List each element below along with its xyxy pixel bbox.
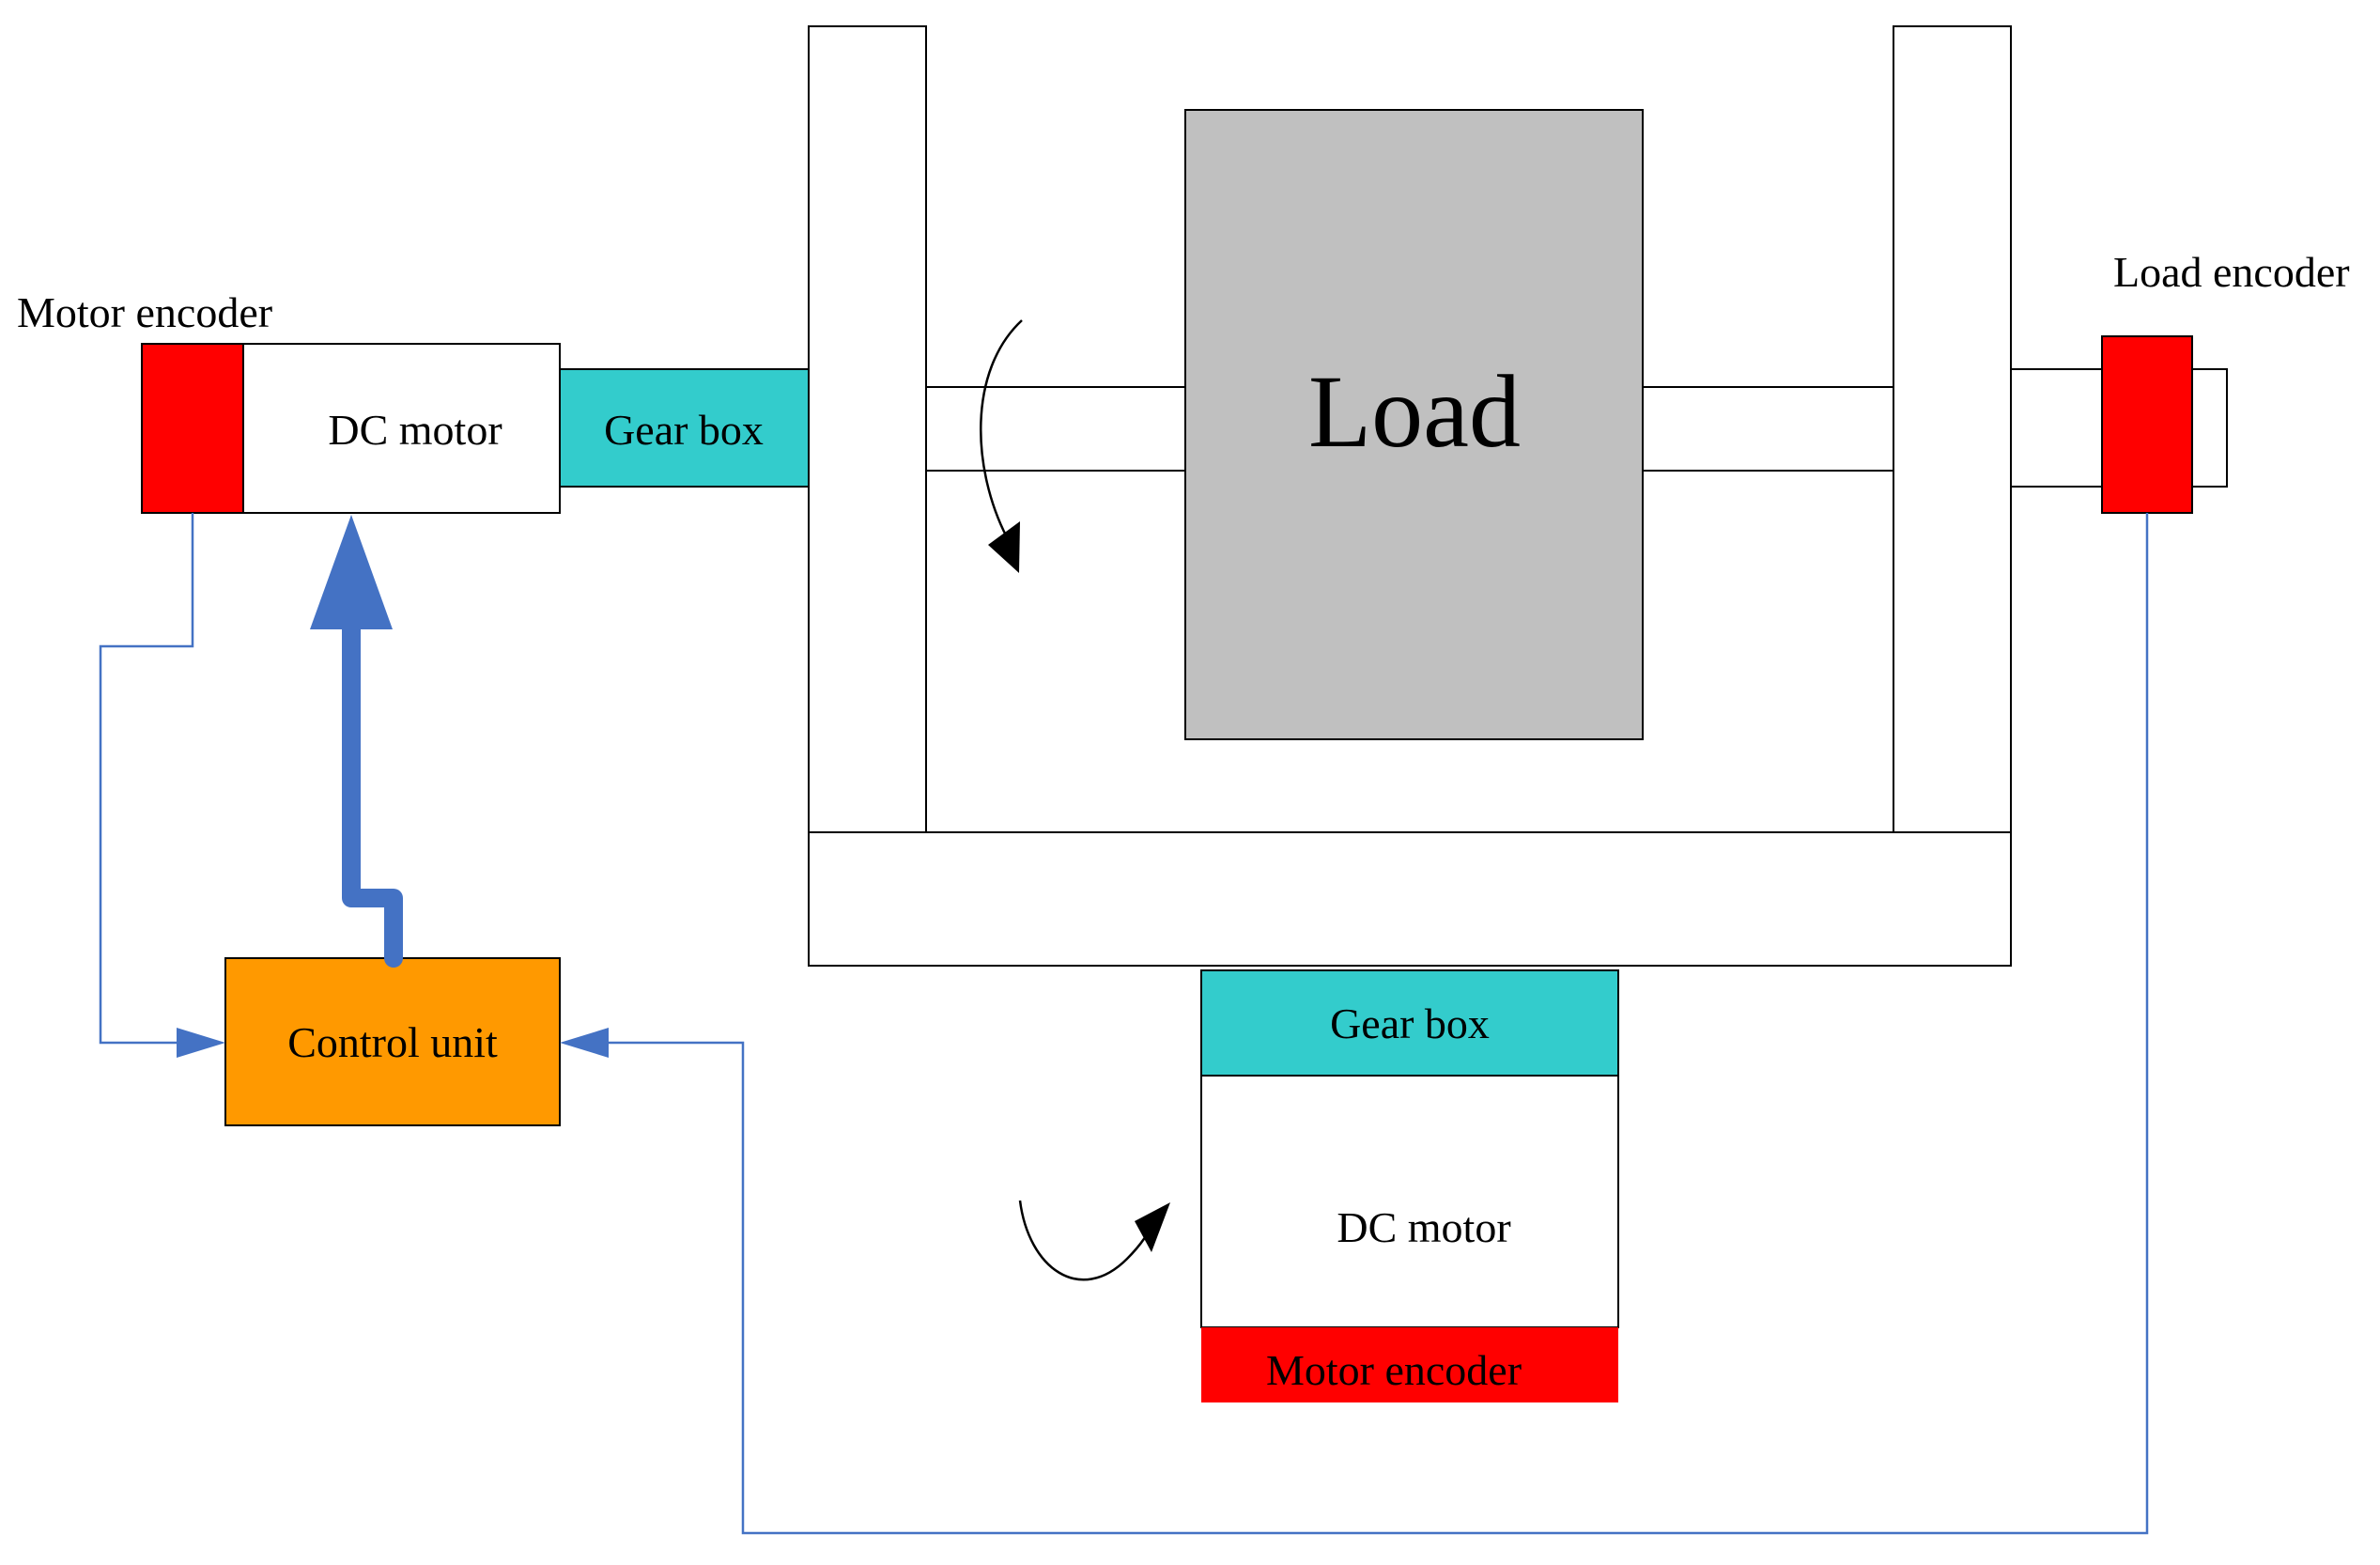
gear-box-left-label: Gear box — [604, 406, 764, 454]
feedback-line-load-encoder — [601, 513, 2149, 1535]
frame-right-pillar — [1893, 25, 2012, 833]
rotation-arrow-shaft — [980, 319, 1023, 538]
motor-encoder-bottom — [1201, 1327, 1618, 1402]
load-block — [1184, 109, 1644, 740]
shaft-right — [1642, 386, 1894, 472]
dc-motor-left — [242, 343, 561, 514]
rotation-arrow-bottom — [1018, 1200, 1155, 1281]
command-arrow — [342, 620, 403, 968]
load-label: Load — [1308, 354, 1521, 469]
feedback-arrowhead-left-icon — [177, 1028, 225, 1058]
motor-encoder-left — [141, 343, 244, 514]
load-encoder-label: Load encoder — [2113, 248, 2350, 296]
motor-encoder-left-label: Motor encoder — [17, 288, 272, 336]
frame-left-pillar — [808, 25, 927, 833]
dc-motor-left-label: DC motor — [328, 406, 502, 454]
rotation-arrowhead-bottom-icon — [1135, 1202, 1170, 1252]
frame-base — [808, 831, 2012, 967]
load-encoder — [2101, 335, 2193, 514]
gear-box-bottom-label: Gear box — [1330, 999, 1490, 1047]
feedback-line-motor-encoder — [99, 513, 194, 1045]
gear-box-bottom — [1200, 969, 1619, 1077]
gear-box-left — [559, 368, 810, 488]
feedback-arrowhead-right-icon — [560, 1028, 609, 1058]
dc-motor-bottom-label: DC motor — [1337, 1203, 1510, 1251]
rotation-arrowhead-shaft-icon — [988, 521, 1020, 573]
motor-encoder-bottom-label: Motor encoder — [1266, 1346, 1522, 1394]
shaft-left — [925, 386, 1186, 472]
control-unit — [224, 957, 561, 1126]
command-arrowhead-icon — [310, 515, 393, 629]
control-unit-label: Control unit — [287, 1018, 498, 1066]
dc-motor-bottom — [1200, 1075, 1619, 1328]
